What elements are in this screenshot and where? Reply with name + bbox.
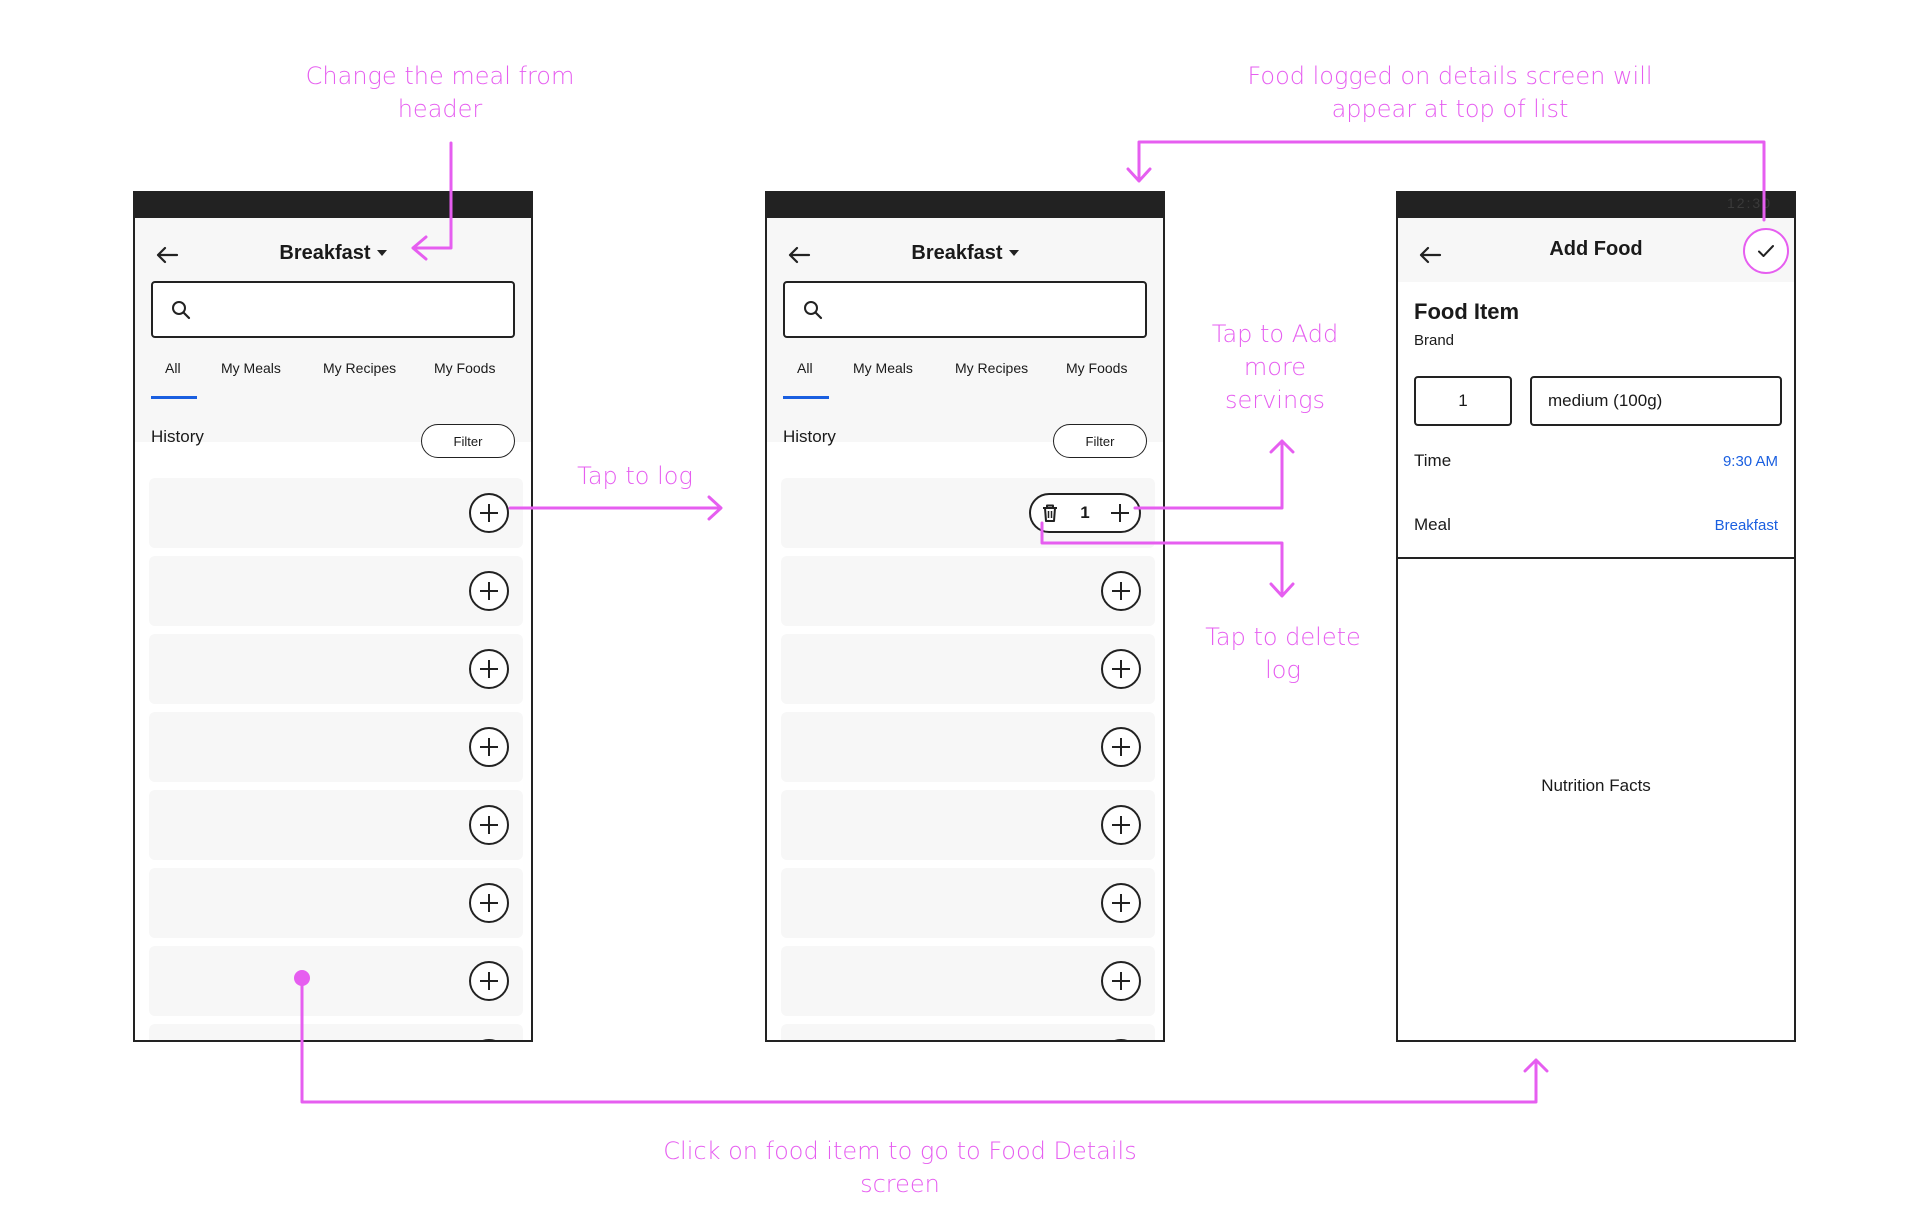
screen-food-list-logged: Breakfast All My Meals My Recipes My Foo… [765, 191, 1165, 1042]
add-icon[interactable] [469, 805, 509, 845]
meal-title: Breakfast [911, 242, 1003, 264]
search-input[interactable] [783, 281, 1147, 338]
add-serving-icon[interactable] [1111, 504, 1129, 522]
page-title: Add Food [1549, 238, 1643, 260]
back-arrow-icon[interactable] [151, 239, 183, 271]
meal-value[interactable]: Breakfast [1714, 517, 1778, 534]
list-item[interactable] [149, 556, 523, 626]
meal-label: Meal [1414, 515, 1451, 534]
tab-my-recipes[interactable]: My Recipes [323, 360, 397, 376]
search-icon [804, 301, 823, 320]
arrow-delete-log [1040, 521, 1295, 598]
check-icon [1758, 245, 1774, 257]
annotation-tap-to-log: Tap to log [577, 462, 693, 490]
divider [1398, 557, 1794, 559]
tab-my-foods[interactable]: My Foods [434, 360, 496, 376]
list-item[interactable] [781, 946, 1155, 1016]
history-label: History [151, 427, 204, 446]
add-icon[interactable] [1101, 571, 1141, 611]
trash-icon[interactable] [1041, 503, 1059, 523]
brand-name: Brand [1414, 332, 1455, 349]
list-item[interactable] [149, 790, 523, 860]
time-value[interactable]: 9:30 AM [1722, 453, 1778, 470]
list-item[interactable] [781, 790, 1155, 860]
list-item[interactable]: 1 [781, 478, 1155, 548]
annotation-tap-to-add: Tap to Add more servings [1211, 320, 1339, 414]
search-input[interactable] [151, 281, 515, 338]
meal-title: Breakfast [279, 242, 371, 264]
active-tab-indicator [151, 396, 197, 399]
back-arrow-icon[interactable] [1414, 239, 1446, 271]
annotation-food-logged: Food logged on details screen will appea… [1247, 62, 1653, 123]
arrow-add-servings [1133, 439, 1295, 510]
add-icon[interactable] [1101, 883, 1141, 923]
meal-selector[interactable]: Breakfast [135, 238, 531, 268]
list-item[interactable] [149, 946, 523, 1016]
list-item[interactable] [781, 1024, 1155, 1040]
tab-all[interactable]: All [797, 360, 813, 376]
status-time: 12:30 [1726, 195, 1772, 211]
quantity-field[interactable]: 1 [1414, 376, 1512, 426]
nutrition-facts: Nutrition Facts [1541, 776, 1651, 795]
arrow-food-logged [1126, 140, 1766, 222]
add-icon[interactable] [469, 883, 509, 923]
filter-button[interactable]: Filter [1053, 424, 1147, 458]
status-bar: 12:30 [1398, 193, 1794, 218]
serving-size-field[interactable]: medium (100g) [1530, 376, 1782, 426]
tab-my-meals[interactable]: My Meals [853, 360, 913, 376]
list-item[interactable] [781, 712, 1155, 782]
list-item[interactable] [149, 634, 523, 704]
annotation-click-food-item: Click on food item to go to Food Details… [663, 1137, 1137, 1198]
dropdown-caret-icon [376, 250, 387, 256]
tab-bar: All My Meals My Recipes My Foods [135, 356, 531, 406]
serving-stepper[interactable]: 1 [1029, 493, 1141, 533]
add-icon[interactable] [1101, 727, 1141, 767]
add-icon[interactable] [1101, 961, 1141, 1001]
list-item[interactable] [781, 556, 1155, 626]
meal-selector[interactable]: Breakfast [767, 238, 1163, 268]
time-label: Time [1414, 451, 1452, 470]
arrow-tap-to-log [508, 495, 723, 521]
list-item[interactable] [781, 634, 1155, 704]
list-item[interactable] [781, 868, 1155, 938]
serving-count: 1 [1080, 503, 1090, 522]
list-item[interactable] [149, 478, 523, 548]
back-arrow-icon[interactable] [783, 239, 815, 271]
app-header: Add Food [1398, 218, 1794, 282]
tab-my-meals[interactable]: My Meals [221, 360, 281, 376]
food-name: Food Item [1414, 299, 1520, 324]
status-bar [767, 193, 1163, 218]
active-tab-indicator [783, 396, 829, 399]
add-icon[interactable] [1101, 649, 1141, 689]
add-icon[interactable] [1101, 805, 1141, 845]
annotation-tap-to-delete: Tap to delete log [1205, 623, 1361, 684]
annotation-change-meal: Change the meal from header [305, 62, 575, 123]
arrow-change-meal [411, 141, 453, 261]
list-item[interactable] [149, 1024, 523, 1040]
add-icon[interactable] [469, 571, 509, 611]
search-icon [172, 301, 191, 320]
tab-all[interactable]: All [165, 360, 181, 376]
list-item[interactable] [149, 712, 523, 782]
list-item[interactable] [149, 868, 523, 938]
status-bar [135, 193, 531, 218]
filter-button[interactable]: Filter [421, 424, 515, 458]
app-header: Breakfast All My Meals My Recipes My Foo… [135, 218, 531, 442]
add-icon[interactable] [469, 649, 509, 689]
tap-indicator [294, 970, 310, 986]
screen-add-food: 12:30 Add Food Food Item Brand 1 medium … [1396, 191, 1796, 1042]
tab-my-foods[interactable]: My Foods [1066, 360, 1128, 376]
tab-my-recipes[interactable]: My Recipes [955, 360, 1029, 376]
app-header: Breakfast All My Meals My Recipes My Foo… [767, 218, 1163, 442]
screen-food-list: Breakfast All My Meals My Recipes My Foo… [133, 191, 533, 1042]
arrow-food-details [300, 976, 1549, 1104]
dropdown-caret-icon [1008, 250, 1019, 256]
add-icon[interactable] [469, 961, 509, 1001]
add-icon[interactable] [469, 493, 509, 533]
add-icon[interactable] [469, 727, 509, 767]
tab-bar: All My Meals My Recipes My Foods [767, 356, 1163, 406]
confirm-button[interactable] [1743, 228, 1789, 274]
history-label: History [783, 427, 836, 446]
